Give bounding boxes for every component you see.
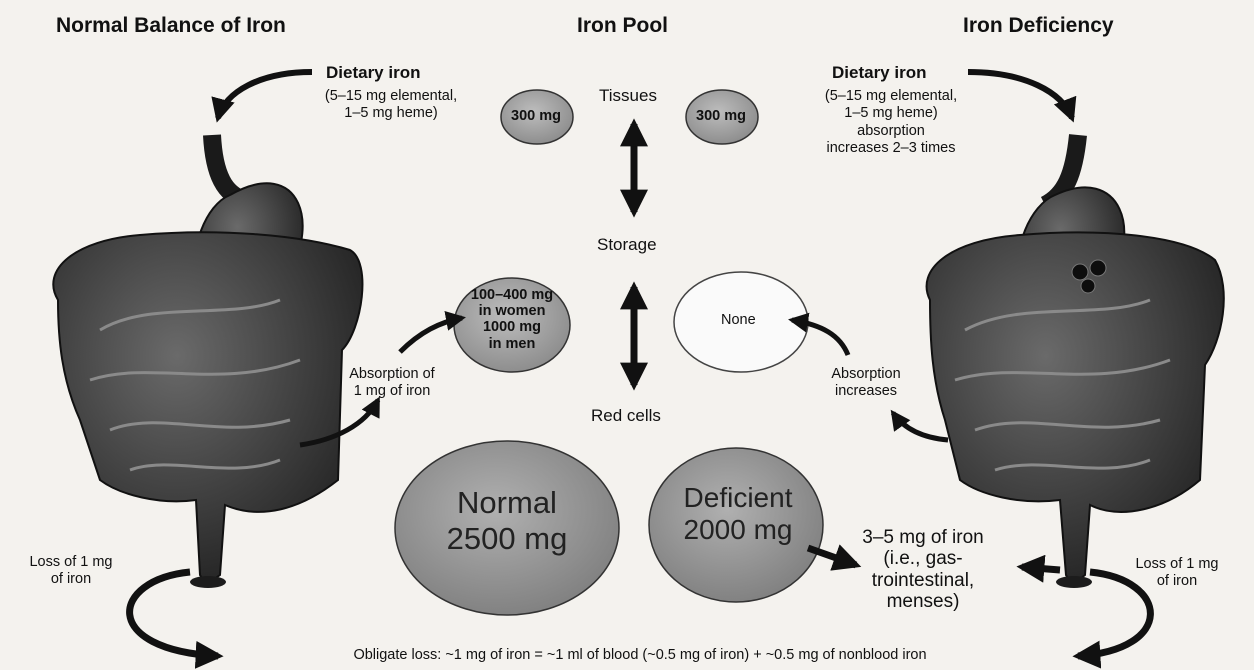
extra-loss-text: 3–5 mg of iron (i.e., gas- trointestinal… bbox=[848, 527, 998, 612]
storage-normal-line: 100–400 mg bbox=[457, 287, 567, 303]
right-dietary-detail-line: increases 2–3 times bbox=[796, 140, 986, 157]
left-loss-text: Loss of 1 mg of iron bbox=[16, 554, 126, 589]
storage-deficient-value: None bbox=[721, 312, 756, 329]
red-cells-normal-value: Normal 2500 mg bbox=[417, 485, 597, 556]
red-cells-deficient-value: Deficient 2000 mg bbox=[658, 482, 818, 546]
right-absorption-arrow-to-gut bbox=[893, 413, 948, 440]
left-dietary-detail-line: (5–15 mg elemental, bbox=[301, 88, 481, 105]
right-loss-text: Loss of 1 mg of iron bbox=[1122, 556, 1232, 591]
extra-loss-line: trointestinal, bbox=[848, 570, 998, 591]
right-dietary-detail-line: (5–15 mg elemental, bbox=[796, 88, 986, 105]
right-digestive-tract-illustration bbox=[927, 135, 1224, 588]
right-absorption-text: Absorption increases bbox=[806, 366, 926, 401]
header-normal-balance: Normal Balance of Iron bbox=[56, 13, 286, 38]
obligate-loss-footer: Obligate loss: ~1 mg of iron = ~1 ml of … bbox=[230, 647, 1050, 664]
red-normal-line: Normal bbox=[417, 485, 597, 521]
right-dietary-title: Dietary iron bbox=[832, 63, 926, 83]
right-dietary-detail: (5–15 mg elemental, 1–5 mg heme) absorpt… bbox=[796, 88, 986, 158]
red-deficient-line: 2000 mg bbox=[658, 514, 818, 546]
header-iron-deficiency: Iron Deficiency bbox=[963, 13, 1114, 38]
storage-normal-value: 100–400 mg in women 1000 mg in men bbox=[457, 287, 567, 352]
left-absorption-text: Absorption of 1 mg of iron bbox=[332, 366, 452, 401]
left-dietary-detail: (5–15 mg elemental, 1–5 mg heme) bbox=[301, 88, 481, 123]
storage-label: Storage bbox=[597, 235, 657, 255]
right-loss-line: of iron bbox=[1122, 573, 1232, 590]
red-deficient-line: Deficient bbox=[658, 482, 818, 514]
gut-to-loss-arrow bbox=[1022, 567, 1060, 570]
left-absorption-line: Absorption of bbox=[332, 366, 452, 383]
left-absorption-line: 1 mg of iron bbox=[332, 383, 452, 400]
extra-loss-line: 3–5 mg of iron bbox=[848, 527, 998, 548]
left-absorption-arrow bbox=[400, 318, 462, 352]
right-dietary-detail-line: 1–5 mg heme) bbox=[796, 105, 986, 122]
tissues-deficient-value: 300 mg bbox=[696, 108, 746, 125]
tissues-normal-value: 300 mg bbox=[511, 108, 561, 125]
storage-normal-line: in women bbox=[457, 303, 567, 319]
left-digestive-tract-illustration bbox=[53, 135, 362, 588]
left-dietary-title: Dietary iron bbox=[326, 63, 420, 83]
left-dietary-arrow bbox=[218, 72, 312, 118]
extra-loss-line: (i.e., gas- bbox=[848, 548, 998, 569]
header-iron-pool: Iron Pool bbox=[577, 13, 668, 38]
red-cells-label: Red cells bbox=[591, 406, 661, 426]
left-loss-line: of iron bbox=[16, 571, 126, 588]
red-normal-line: 2500 mg bbox=[417, 521, 597, 557]
right-loss-line: Loss of 1 mg bbox=[1122, 556, 1232, 573]
storage-normal-line: in men bbox=[457, 336, 567, 352]
left-loss-line: Loss of 1 mg bbox=[16, 554, 126, 571]
extra-loss-line: menses) bbox=[848, 591, 998, 612]
storage-normal-line: 1000 mg bbox=[457, 319, 567, 335]
right-absorption-line: increases bbox=[806, 383, 926, 400]
right-absorption-line: Absorption bbox=[806, 366, 926, 383]
right-dietary-detail-line: absorption bbox=[796, 123, 986, 140]
left-dietary-detail-line: 1–5 mg heme) bbox=[301, 105, 481, 122]
tissues-label: Tissues bbox=[599, 86, 657, 106]
